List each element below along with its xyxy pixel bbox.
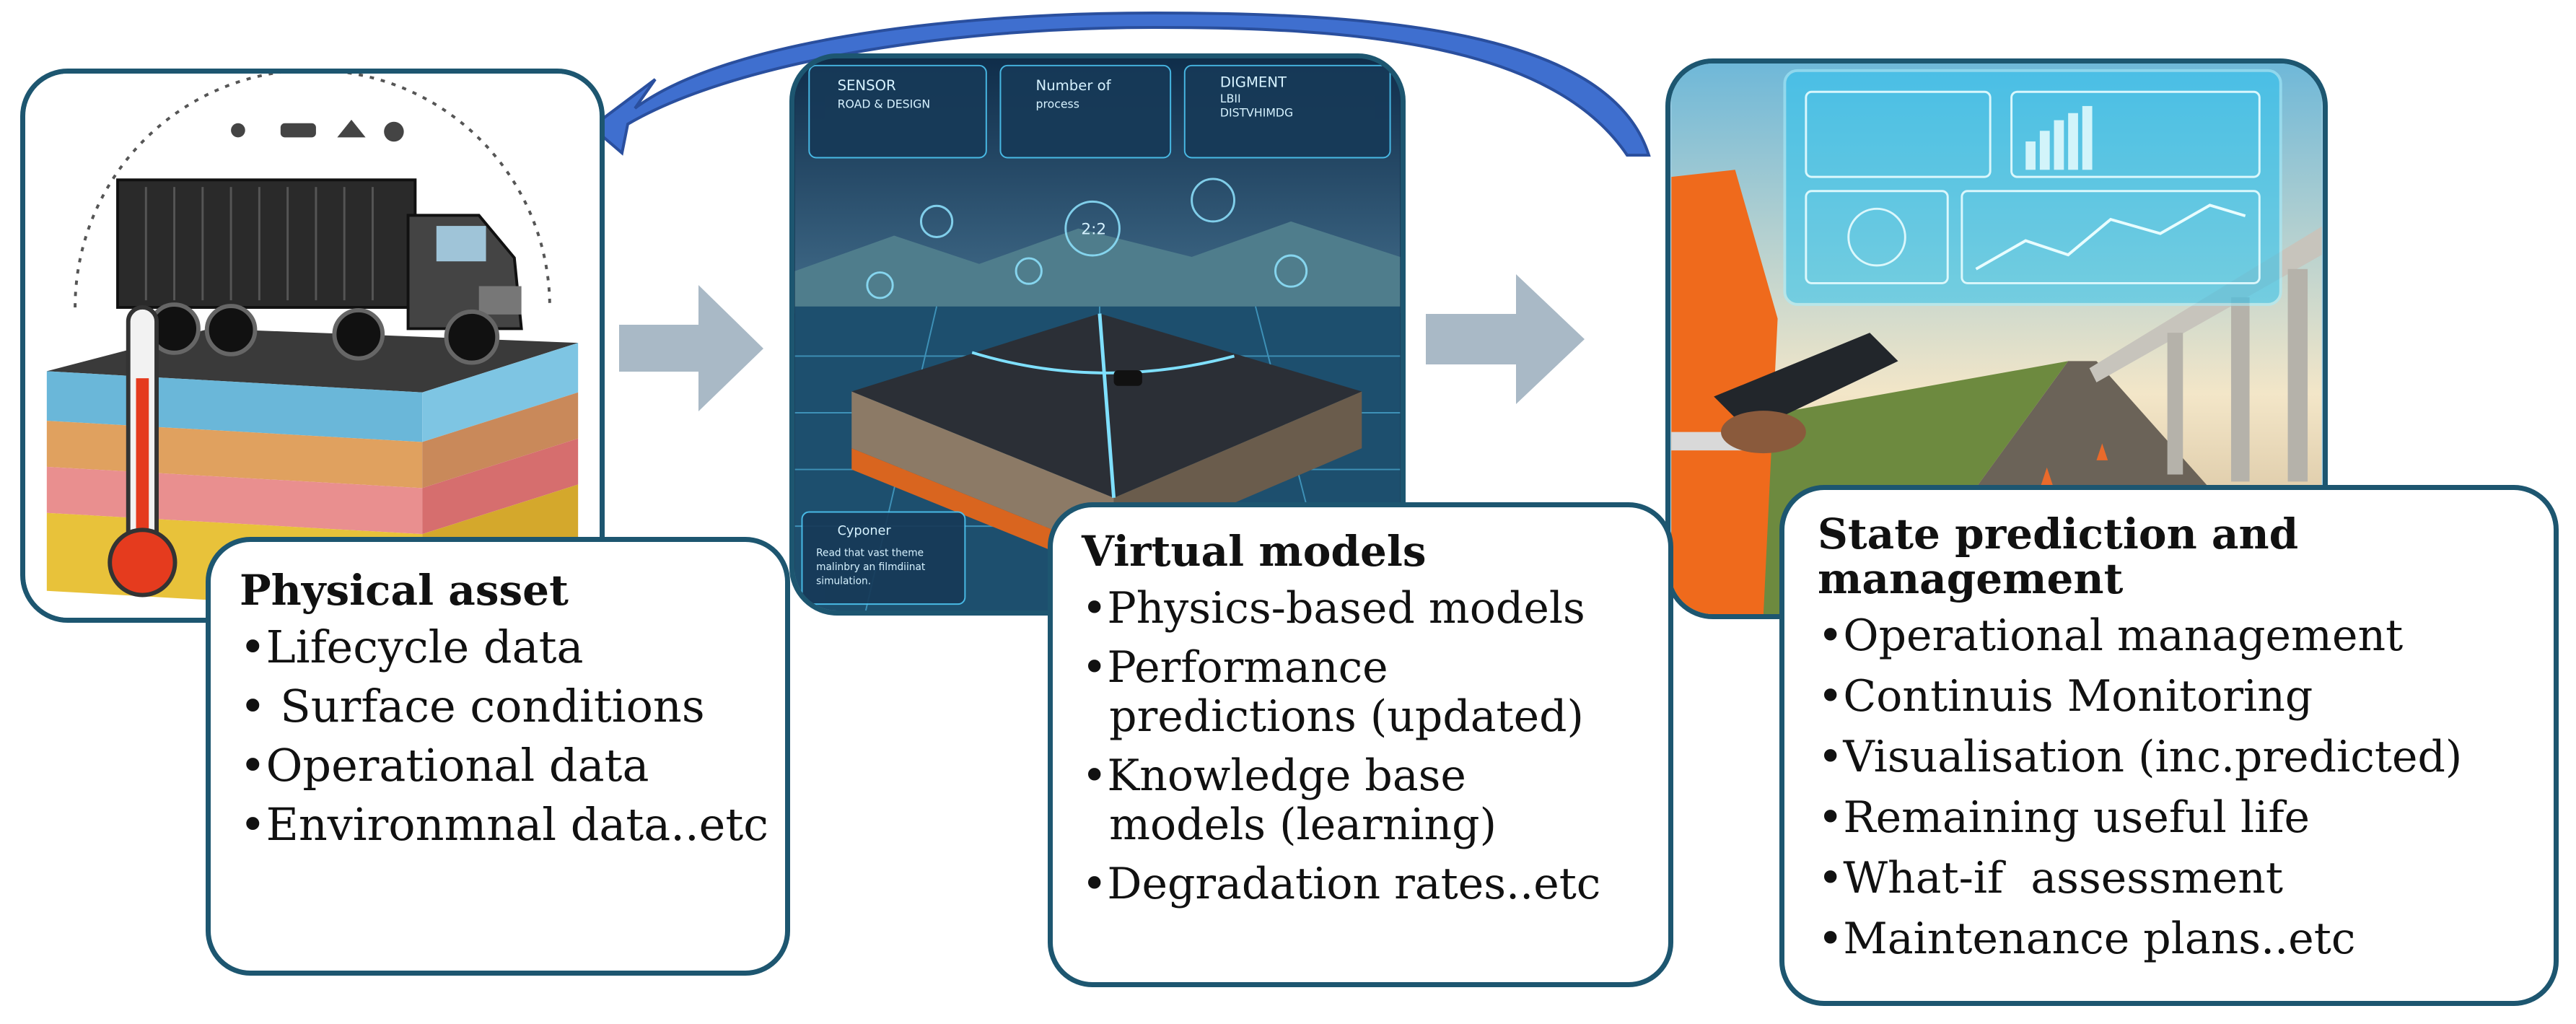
- virtual-models-image: SENSOR ROAD & DESIGN Number of process D…: [789, 53, 1406, 616]
- list-item: •Physics-based models: [1082, 583, 1585, 634]
- flow-arrow-2: [1426, 274, 1585, 404]
- state-prediction-list: •Operational management •Continuis Monit…: [1818, 611, 2554, 963]
- hud-card2-title: Number of: [1036, 77, 1112, 94]
- truck-pavement-illustration: [25, 74, 600, 618]
- hud-card3-sub2: DISTVHIMDG: [1220, 106, 1293, 120]
- list-item: •Continuis Monitoring: [1818, 671, 2313, 722]
- list-item: •Maintenance plans..etc: [1818, 914, 2356, 964]
- hud-card4-body1: Read that vast theme: [816, 547, 924, 559]
- hud-card4-body2: malinbry an filmdiinat: [816, 561, 926, 573]
- hud-card3-sub: LBII: [1220, 92, 1241, 105]
- state-prediction-box: State prediction and management •Operati…: [1779, 485, 2559, 1006]
- list-item: •Environmnal data..etc: [240, 798, 769, 851]
- list-item: •Operational management: [1818, 611, 2404, 661]
- state-prediction-title: State prediction and management: [1818, 509, 2299, 603]
- virtual-models-list: •Physics-based models •Performance predi…: [1082, 584, 1668, 909]
- list-item: •Knowledge base models (learning): [1082, 751, 1497, 850]
- hud-card1-title: SENSOR: [838, 77, 896, 94]
- physical-asset-box: Physical asset •Lifecycle data • Surface…: [206, 537, 790, 976]
- hud-center-label: 2:2: [1081, 221, 1106, 239]
- physical-asset-title: Physical asset: [240, 566, 569, 615]
- hud-card1-sub: ROAD & DESIGN: [838, 97, 931, 111]
- list-item: • Surface conditions: [240, 680, 705, 732]
- list-item: •Performance predictions (updated): [1082, 642, 1584, 742]
- list-item: •Remaining useful life: [1818, 792, 2310, 843]
- hud-card3-title: DIGMENT: [1220, 74, 1287, 90]
- list-item: •Degradation rates..etc: [1082, 859, 1601, 909]
- virtual-models-title: Virtual models: [1082, 527, 1427, 576]
- virtual-models-box: Virtual models •Physics-based models •Pe…: [1048, 502, 1673, 987]
- physical-asset-list: •Lifecycle data • Surface conditions •Op…: [240, 623, 785, 849]
- list-item: •Operational data: [240, 739, 649, 792]
- hud-card4-body3: simulation.: [816, 576, 871, 587]
- hud-card2-sub: process: [1036, 97, 1079, 111]
- digital-road-illustration: SENSOR ROAD & DESIGN Number of process D…: [794, 58, 1401, 611]
- list-item: •Visualisation (inc.predicted): [1818, 732, 2463, 782]
- flow-arrow-1: [619, 285, 763, 411]
- hud-card4-title: Cyponer: [838, 524, 892, 538]
- list-item: •What-if assessment: [1818, 853, 2283, 903]
- list-item: •Lifecycle data: [240, 621, 584, 673]
